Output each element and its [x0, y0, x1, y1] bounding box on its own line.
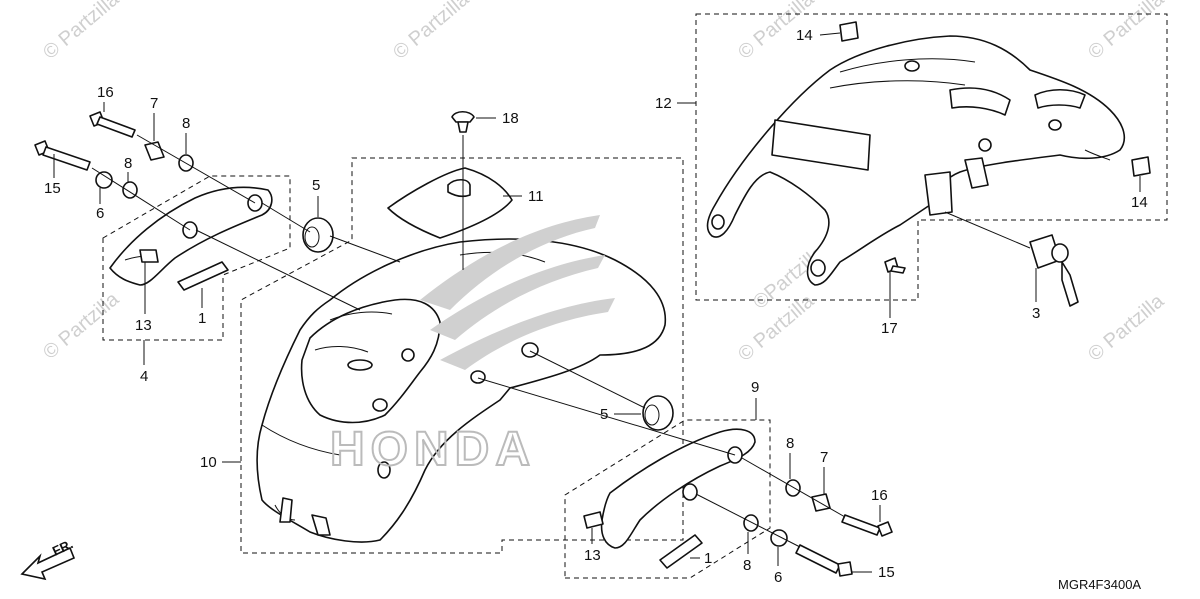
washer-8-right-lower: [743, 514, 759, 532]
cushion-5-lower: [642, 395, 674, 431]
right-stay-outline: [564, 419, 771, 579]
callout-1: 1: [704, 550, 712, 567]
right-stay: [583, 428, 756, 569]
callout-9: 9: [751, 379, 759, 396]
callout-13: 13: [584, 547, 601, 564]
leader: [136, 134, 256, 204]
leader: [944, 211, 1031, 249]
callout-3: 3: [1032, 305, 1040, 322]
callout-5: 5: [600, 406, 608, 423]
callout-8: 8: [182, 115, 190, 132]
front-arrow: FR.: [20, 536, 75, 581]
cushion-14-lower: [1131, 156, 1151, 177]
bolt-16-right: [841, 514, 893, 537]
fender-group-outline: [240, 157, 684, 554]
callout-7: 7: [820, 449, 828, 466]
leader: [695, 493, 801, 548]
callout-8: 8: [743, 557, 751, 574]
washer-8-right-upper: [785, 479, 801, 497]
callout-11: 11: [528, 188, 544, 205]
watermark: © Partzilla: [39, 0, 124, 64]
callout-6: 6: [96, 205, 104, 222]
bolt-16-left: [89, 111, 136, 138]
watermark: © Partzilla: [1084, 0, 1169, 64]
callout-15: 15: [878, 564, 895, 581]
screw-17: [884, 257, 906, 274]
callout-5: 5: [312, 177, 320, 194]
leader: [329, 235, 401, 263]
watermark: © Partzilla: [389, 0, 474, 64]
callout-17: 17: [881, 320, 898, 337]
callout-4: 4: [140, 368, 148, 385]
honda-wing-logo: HONDA: [329, 215, 615, 477]
callout-6: 6: [774, 569, 782, 586]
callouts: 16 7 8 8 15 6 13 1 4 5 18 11 10 5 9 8 7: [44, 27, 1148, 586]
callout-13: 13: [135, 317, 152, 334]
left-stay-outline: [102, 175, 291, 341]
fender-pad: [387, 167, 513, 239]
leader: [741, 457, 846, 518]
callout-14: 14: [1131, 194, 1148, 211]
callout-8: 8: [124, 155, 132, 172]
grommet-18: [451, 110, 475, 133]
callout-8: 8: [786, 435, 794, 452]
honda-logo-text: HONDA: [330, 423, 536, 476]
cushion-14-upper: [839, 21, 859, 42]
callout-18: 18: [502, 110, 519, 127]
callout-7: 7: [150, 95, 158, 112]
callout-14: 14: [796, 27, 813, 44]
leader: [261, 202, 311, 233]
collar-7-left: [144, 141, 165, 161]
nut-6-right: [770, 529, 788, 547]
callout-15: 15: [44, 180, 61, 197]
inner-fender-outline: [695, 13, 1168, 301]
leader: [91, 167, 191, 231]
bolt-15-left: [34, 140, 91, 171]
leader: [529, 350, 646, 409]
lock-3: [1029, 234, 1079, 307]
leader: [195, 229, 361, 311]
bolt-15-right: [795, 544, 853, 577]
collar-7-right: [811, 493, 831, 512]
callout-16: 16: [871, 487, 888, 504]
cushion-5-upper: [302, 217, 334, 253]
callout-10: 10: [200, 454, 217, 471]
diagram-code: MGR4F3400A: [1058, 577, 1141, 592]
callout-1: 1: [198, 310, 206, 327]
callout-16: 16: [97, 84, 114, 101]
callout-12: 12: [655, 95, 672, 112]
watermark: © Partzilla: [1084, 290, 1169, 366]
leader: [477, 377, 736, 456]
left-stay: [109, 186, 273, 291]
inner-fender: [706, 35, 1126, 286]
watermark: © Partzilla: [39, 288, 124, 364]
nut-6-left: [95, 171, 113, 189]
